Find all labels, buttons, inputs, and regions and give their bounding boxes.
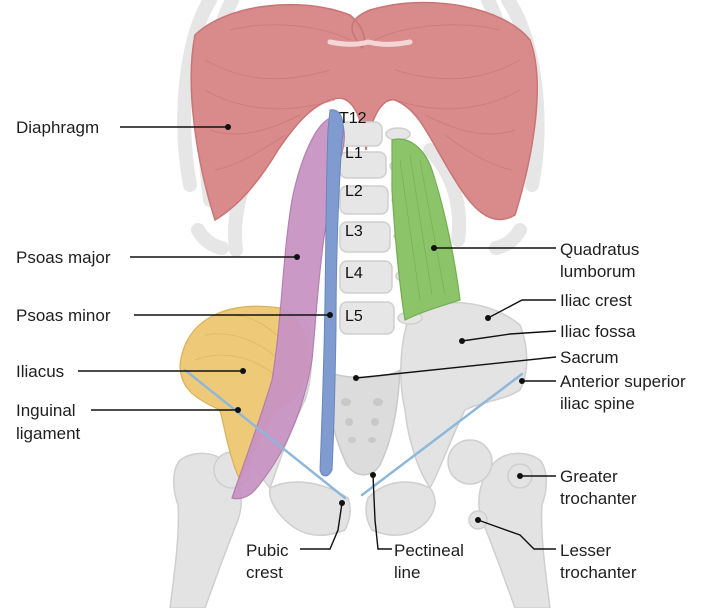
vertebra-label-l2: L2 <box>345 183 363 200</box>
label-pectineal-line1: Pectineal <box>394 541 464 560</box>
label-inguinal-line1: Inguinal <box>16 401 76 420</box>
vertebra-label-t12: T12 <box>339 110 367 127</box>
label-quadratus-line2: lumborum <box>560 262 636 281</box>
vertebra-label-l5: L5 <box>345 308 363 325</box>
label-pubic-crest-line2: crest <box>246 563 283 582</box>
leader-iliac-fossa <box>461 330 557 342</box>
inguinal-ligaments <box>183 368 524 500</box>
leader-lesser-trochanter <box>477 519 556 550</box>
psoas-minor-muscle <box>319 109 344 477</box>
label-lesser-trochanter-line2: trochanter <box>560 563 637 582</box>
vertebra-label-l1: L1 <box>345 145 363 162</box>
label-greater-trochanter-line1: Greater <box>560 467 618 486</box>
label-quadratus-line1: Quadratus <box>560 240 640 259</box>
quadratus-lumborum-muscle <box>391 138 461 321</box>
label-asis-line1: Anterior superior <box>560 372 686 391</box>
label-diaphragm: Diaphragm <box>16 118 100 137</box>
label-greater-trochanter-line2: trochanter <box>560 489 637 508</box>
femurs <box>169 439 551 608</box>
leader-dots <box>225 124 525 523</box>
label-iliac-crest: Iliac crest <box>560 291 632 310</box>
label-iliac-fossa: Iliac fossa <box>560 322 636 341</box>
vertebra-label-l3: L3 <box>345 223 363 240</box>
label-sacrum: Sacrum <box>560 348 619 367</box>
leader-pubic-crest <box>300 502 343 550</box>
diaphragm-muscle <box>190 1 538 222</box>
label-iliacus: Iliacus <box>16 362 65 381</box>
label-psoas-major: Psoas major <box>16 248 111 267</box>
vertebra-label-l4: L4 <box>345 265 363 282</box>
leader-pectineal-line <box>372 474 392 550</box>
label-pectineal-line2: line <box>394 563 421 582</box>
label-inguinal-line2: ligament <box>16 424 81 443</box>
label-pubic-crest-line1: Pubic <box>246 541 289 560</box>
label-asis-line2: iliac spine <box>560 394 635 413</box>
label-lesser-trochanter-line1: Lesser <box>560 541 612 560</box>
leader-lines <box>78 126 557 550</box>
label-psoas-minor: Psoas minor <box>16 306 111 325</box>
vertebral-column <box>337 121 423 335</box>
leader-iliac-crest <box>487 299 556 319</box>
leader-sacrum <box>355 356 557 379</box>
